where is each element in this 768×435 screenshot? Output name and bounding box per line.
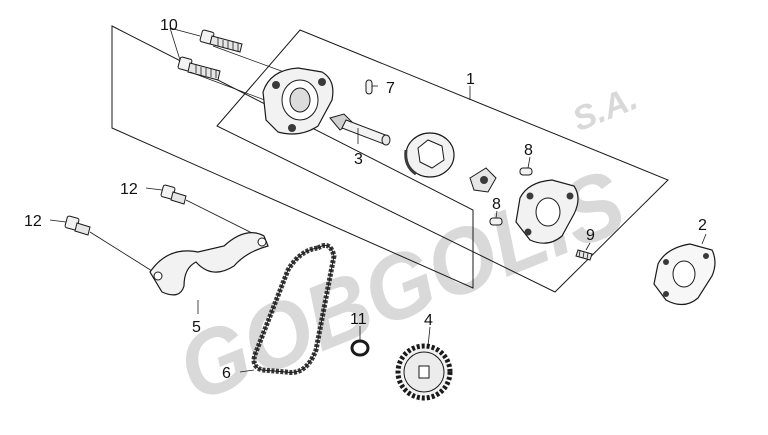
chain-guide-plate-5: [149, 232, 269, 296]
watermark-suffix: S.A.: [567, 79, 643, 139]
callout-6: 6: [222, 365, 231, 382]
callout-12-upper: 12: [120, 181, 138, 198]
screw-9: [575, 249, 593, 261]
pin-7: [365, 79, 373, 95]
leader-lines: [49, 27, 707, 373]
pump-assembly-frame: [216, 29, 669, 293]
callout-7: 7: [386, 80, 395, 97]
callout-1: 1: [466, 71, 475, 88]
bolt-12-upper: [160, 184, 187, 205]
driven-sprocket-4: [395, 343, 453, 401]
callout-11: 11: [350, 311, 367, 328]
dowel-pin-8-lower: [489, 217, 503, 226]
drive-chain-6: [251, 242, 337, 376]
circlip-11: [350, 339, 370, 357]
callout-5: 5: [192, 319, 201, 336]
gasket-2: [653, 243, 716, 306]
bolt-12-lower: [64, 215, 91, 236]
dowel-pin-8-upper: [519, 167, 533, 176]
callout-8-upper: 8: [524, 142, 533, 159]
callout-9: 9: [586, 227, 595, 244]
callout-12-lower: 12: [24, 213, 42, 230]
inner-rotor: [469, 167, 497, 193]
callout-2: 2: [698, 217, 707, 234]
bolt-10-lower: [177, 56, 221, 81]
callout-8-lower: 8: [492, 196, 501, 213]
callout-4: 4: [424, 312, 433, 329]
callout-10: 10: [160, 17, 178, 34]
pump-rotor: [404, 132, 455, 178]
pump-body: [515, 179, 579, 244]
bolt-10-upper: [199, 29, 243, 53]
callout-3: 3: [354, 151, 363, 168]
pump-cover-housing: [262, 67, 334, 135]
pump-shaft-3: [329, 113, 391, 146]
outer-frame: [111, 25, 474, 289]
